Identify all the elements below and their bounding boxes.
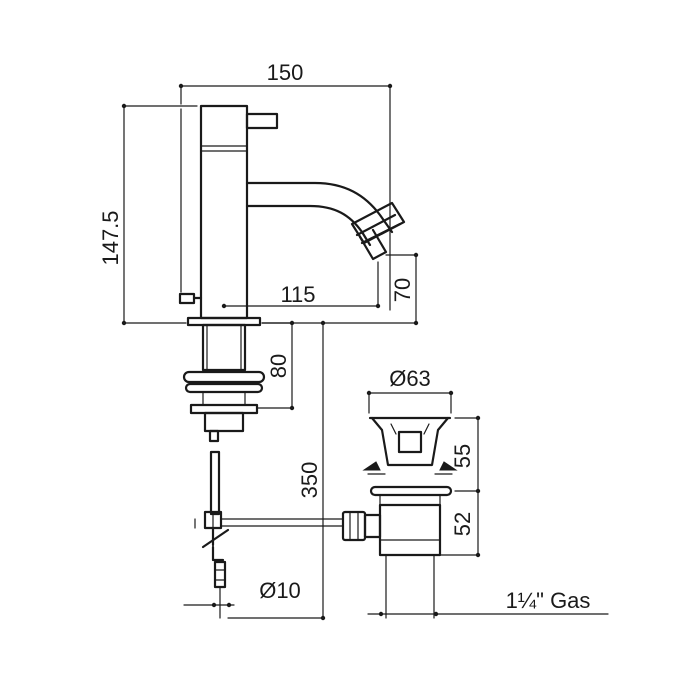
dim-waste-height-lower: 52: [450, 512, 475, 536]
pop-up-link-rod: [194, 518, 344, 529]
pop-up-rod-lever: [178, 108, 203, 305]
waste-link-fitting: [341, 510, 382, 542]
dim-waste-diameter: Ø63: [389, 366, 431, 391]
faucet-body: [199, 104, 249, 320]
supply-connector: [203, 411, 245, 443]
dimension-lines: [121, 83, 609, 621]
dim-shank-length: 80: [266, 354, 291, 378]
waste-clips: [362, 461, 458, 475]
dim-height-total: 147.5: [98, 210, 123, 265]
dim-spout-height: 70: [390, 278, 415, 302]
dim-width-total: 150: [267, 60, 304, 85]
fixing-nut: [182, 370, 266, 415]
dim-waste-thread: 1¼" Gas: [506, 588, 591, 613]
waste-body: [378, 503, 442, 619]
shank: [201, 323, 247, 372]
dim-waste-height-upper: 55: [450, 444, 475, 468]
dim-spout-reach: 115: [280, 282, 315, 307]
waste-flange-nut: [369, 485, 453, 506]
waste-plug: [368, 416, 452, 467]
supply-hose: [201, 450, 230, 619]
lever-handle: [245, 112, 279, 130]
aerator-nozzle: [350, 201, 406, 261]
dim-supply-length: 350: [297, 462, 322, 499]
dim-hose-diameter: Ø10: [259, 578, 301, 603]
